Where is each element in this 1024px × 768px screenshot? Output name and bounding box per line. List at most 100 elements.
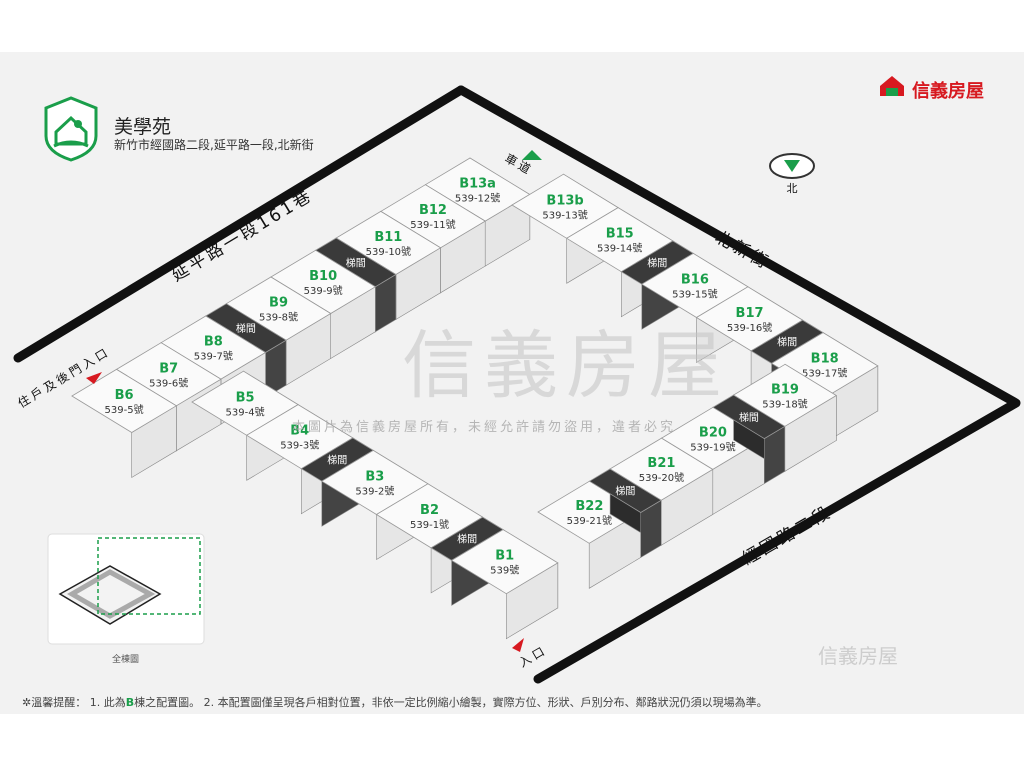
building-address: 539-6號 <box>149 376 188 389</box>
building-id: B13b <box>546 193 583 208</box>
block-roof <box>450 529 559 595</box>
building-id: B20 <box>699 425 727 440</box>
building-address: 539-21號 <box>567 514 612 527</box>
north-label: 北 <box>787 182 798 195</box>
building-id: B17 <box>736 306 764 321</box>
stair-label: 梯間 <box>739 411 759 424</box>
stair-label: 梯間 <box>777 336 797 349</box>
building-id: B6 <box>115 388 134 403</box>
block-roof <box>732 363 838 427</box>
watermark-text: 信義房屋 <box>402 323 730 409</box>
building-id: B7 <box>159 361 178 376</box>
building-address: 539號 <box>490 564 519 577</box>
road-beixin-jingguo <box>456 85 1021 684</box>
footer-prefix: ✲溫馨提醒： 1. 此為 <box>22 696 126 709</box>
resident-entrance-arrow-icon <box>86 372 102 384</box>
building-address: 539-10號 <box>366 245 411 258</box>
building-id: B1 <box>495 549 514 564</box>
building-address: 539-7號 <box>194 350 233 363</box>
building-address: 539-14號 <box>597 242 642 255</box>
footer-note: ✲溫馨提醒： 1. 此為B棟之配置圖。 2. 本配置圖僅呈現各戶相對位置，非依一… <box>22 694 768 710</box>
building-address: 539-19號 <box>690 440 735 453</box>
building-id: B12 <box>419 203 447 218</box>
entrance-label: 入口 <box>517 643 550 670</box>
building-id: B8 <box>204 335 223 350</box>
stair-label: 梯間 <box>615 485 635 498</box>
project-logo <box>36 94 106 166</box>
entrance-arrow-icon <box>512 638 524 652</box>
building-id: B9 <box>269 296 288 311</box>
overview-map[interactable] <box>47 533 205 645</box>
watermark-note: 本圖片為信義房屋所有，未經允許請勿盜用，違者必究 <box>292 420 677 435</box>
building-id: B15 <box>606 227 634 242</box>
building-address: 539-20號 <box>639 471 684 484</box>
building-address: 539-3號 <box>280 439 319 452</box>
stair-label: 梯間 <box>327 454 347 467</box>
building-address: 539-2號 <box>355 484 394 497</box>
road-yanping <box>13 85 466 363</box>
building-blocks: B13a539-12號B12539-11號B11539-10號梯間B10539-… <box>71 157 879 640</box>
footer-rest: 棟之配置圖。 2. 本配置圖僅呈現各戶相對位置，非依一定比例縮小繪製，實際方位、… <box>134 696 768 709</box>
brand-house-icon <box>880 76 904 96</box>
house-logo-icon <box>44 96 98 162</box>
building-address: 539-9號 <box>304 284 343 297</box>
building-address: 539-8號 <box>259 311 298 324</box>
overview-site-outline <box>58 565 162 625</box>
driveway-arrow-icon <box>522 150 542 160</box>
footer-highlight: B <box>125 696 135 709</box>
building-id: B18 <box>811 352 839 367</box>
building-address: 539-13號 <box>542 208 587 221</box>
north-arrow-icon <box>784 160 800 172</box>
brand-logo <box>878 74 906 102</box>
overview-label: 全棟圖 <box>112 655 140 665</box>
stairwell: 梯間 <box>204 303 287 399</box>
building-address: 539-15號 <box>672 287 717 300</box>
building-id: B11 <box>374 230 402 245</box>
building-id: B16 <box>681 272 709 287</box>
building-id: B19 <box>771 382 799 397</box>
building-id: B5 <box>236 390 255 405</box>
brand-name: 信義房屋 <box>912 81 984 102</box>
building-address: 539-18號 <box>762 397 807 410</box>
building-address: 539-5號 <box>105 403 144 416</box>
building-address: 539-12號 <box>455 192 500 205</box>
road-label-beixin: 北新街 <box>711 227 773 274</box>
watermark-corner: 信義房屋 <box>818 644 898 668</box>
project-address: 新竹市經國路二段,延平路一段,北新街 <box>114 138 314 152</box>
overview-building-ring <box>67 569 156 619</box>
stair-label: 梯間 <box>236 322 256 335</box>
block-roof <box>71 368 178 433</box>
building-address: 539-17號 <box>802 367 847 380</box>
overview-highlight-box <box>97 537 201 615</box>
roads <box>13 85 1021 684</box>
stair-label: 梯間 <box>457 533 477 546</box>
building-id: B13a <box>459 177 496 192</box>
stair-label: 梯間 <box>647 257 667 270</box>
stairwell: 梯間 <box>314 237 397 333</box>
stair-label: 梯間 <box>346 256 366 269</box>
building-id: B21 <box>647 456 675 471</box>
project-name: 美學苑 <box>114 116 172 138</box>
building-address: 539-4號 <box>226 405 265 418</box>
building-address: 539-1號 <box>410 518 449 531</box>
building-id: B22 <box>575 499 603 514</box>
building-id: B3 <box>365 469 384 484</box>
building-id: B2 <box>420 503 439 518</box>
building-address: 539-11號 <box>410 218 455 231</box>
building-id: B10 <box>309 269 337 284</box>
building-address: 539-16號 <box>727 321 772 334</box>
road-label-jingguo: 經國路二段 <box>739 502 836 569</box>
building-id: B4 <box>290 424 309 439</box>
